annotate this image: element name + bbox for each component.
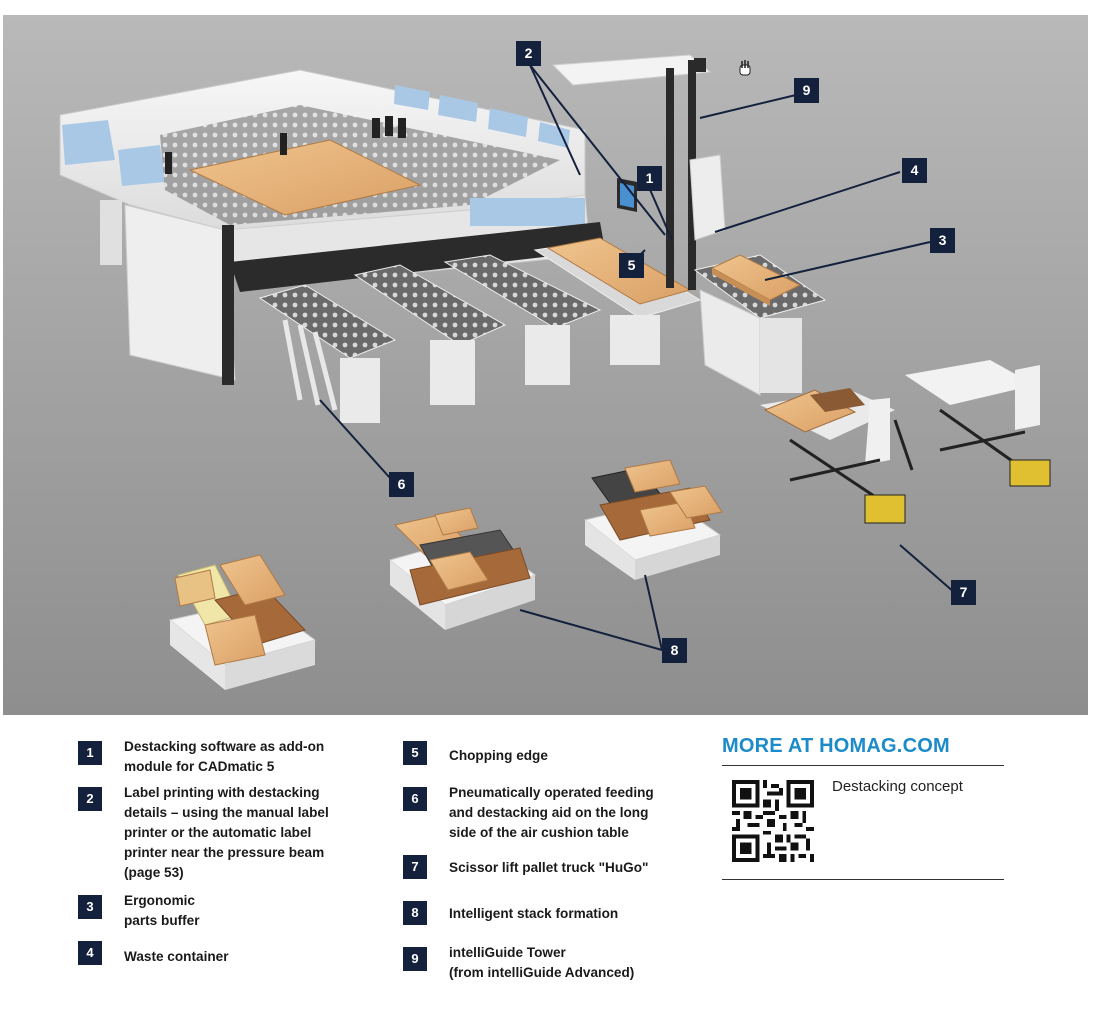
legend-text: Label printing with destacking details –…	[124, 785, 329, 880]
panel-saw	[59, 69, 605, 385]
legend-number: 1	[78, 741, 102, 765]
hand-cursor-icon	[739, 60, 751, 76]
legend-number: 7	[403, 855, 427, 879]
machine-illustration: 2 9 1 4 3 5 6 7 8	[3, 15, 1088, 715]
callout-8: 8	[662, 638, 687, 663]
legend-text: Waste container	[124, 949, 229, 964]
legend-text: Pneumatically operated feeding and desta…	[449, 785, 654, 840]
pallet-trucks	[760, 360, 1051, 524]
intelliguide-tower	[551, 54, 726, 290]
leader-lines	[319, 64, 956, 651]
legend-text: Intelligent stack formation	[449, 906, 619, 921]
callout-5: 5	[619, 253, 644, 278]
legend-text: Chopping edge	[449, 748, 548, 763]
parts-buffer	[693, 254, 827, 396]
callout-1: 1	[637, 166, 662, 191]
callout-4: 4	[902, 158, 927, 183]
legend-number: 9	[403, 947, 427, 971]
pallet-stacks	[168, 459, 723, 690]
callout-9: 9	[794, 78, 819, 103]
legend-text: Ergonomic parts buffer	[124, 893, 200, 928]
legend-number: 2	[78, 787, 102, 811]
legend-number: 5	[403, 741, 427, 765]
legend-number: 6	[403, 787, 427, 811]
qr-code-icon[interactable]	[732, 780, 814, 862]
divider	[722, 879, 1004, 880]
callout-7: 7	[951, 580, 976, 605]
callout-2: 2	[516, 41, 541, 66]
divider	[722, 765, 1004, 766]
legend-number: 4	[78, 941, 102, 965]
more-at-homag-link[interactable]: MORE AT HOMAG.COM	[722, 735, 950, 757]
legend-text: Scissor lift pallet truck "HuGo"	[449, 860, 649, 875]
qr-caption: Destacking concept	[832, 778, 963, 795]
callout-6: 6	[389, 472, 414, 497]
legend-number: 8	[403, 901, 427, 925]
legend-text: intelliGuide Tower (from intelliGuide Ad…	[449, 945, 635, 980]
legend-number: 3	[78, 895, 102, 919]
callout-3: 3	[930, 228, 955, 253]
legend-text: Destacking software as add-on module for…	[124, 739, 325, 774]
